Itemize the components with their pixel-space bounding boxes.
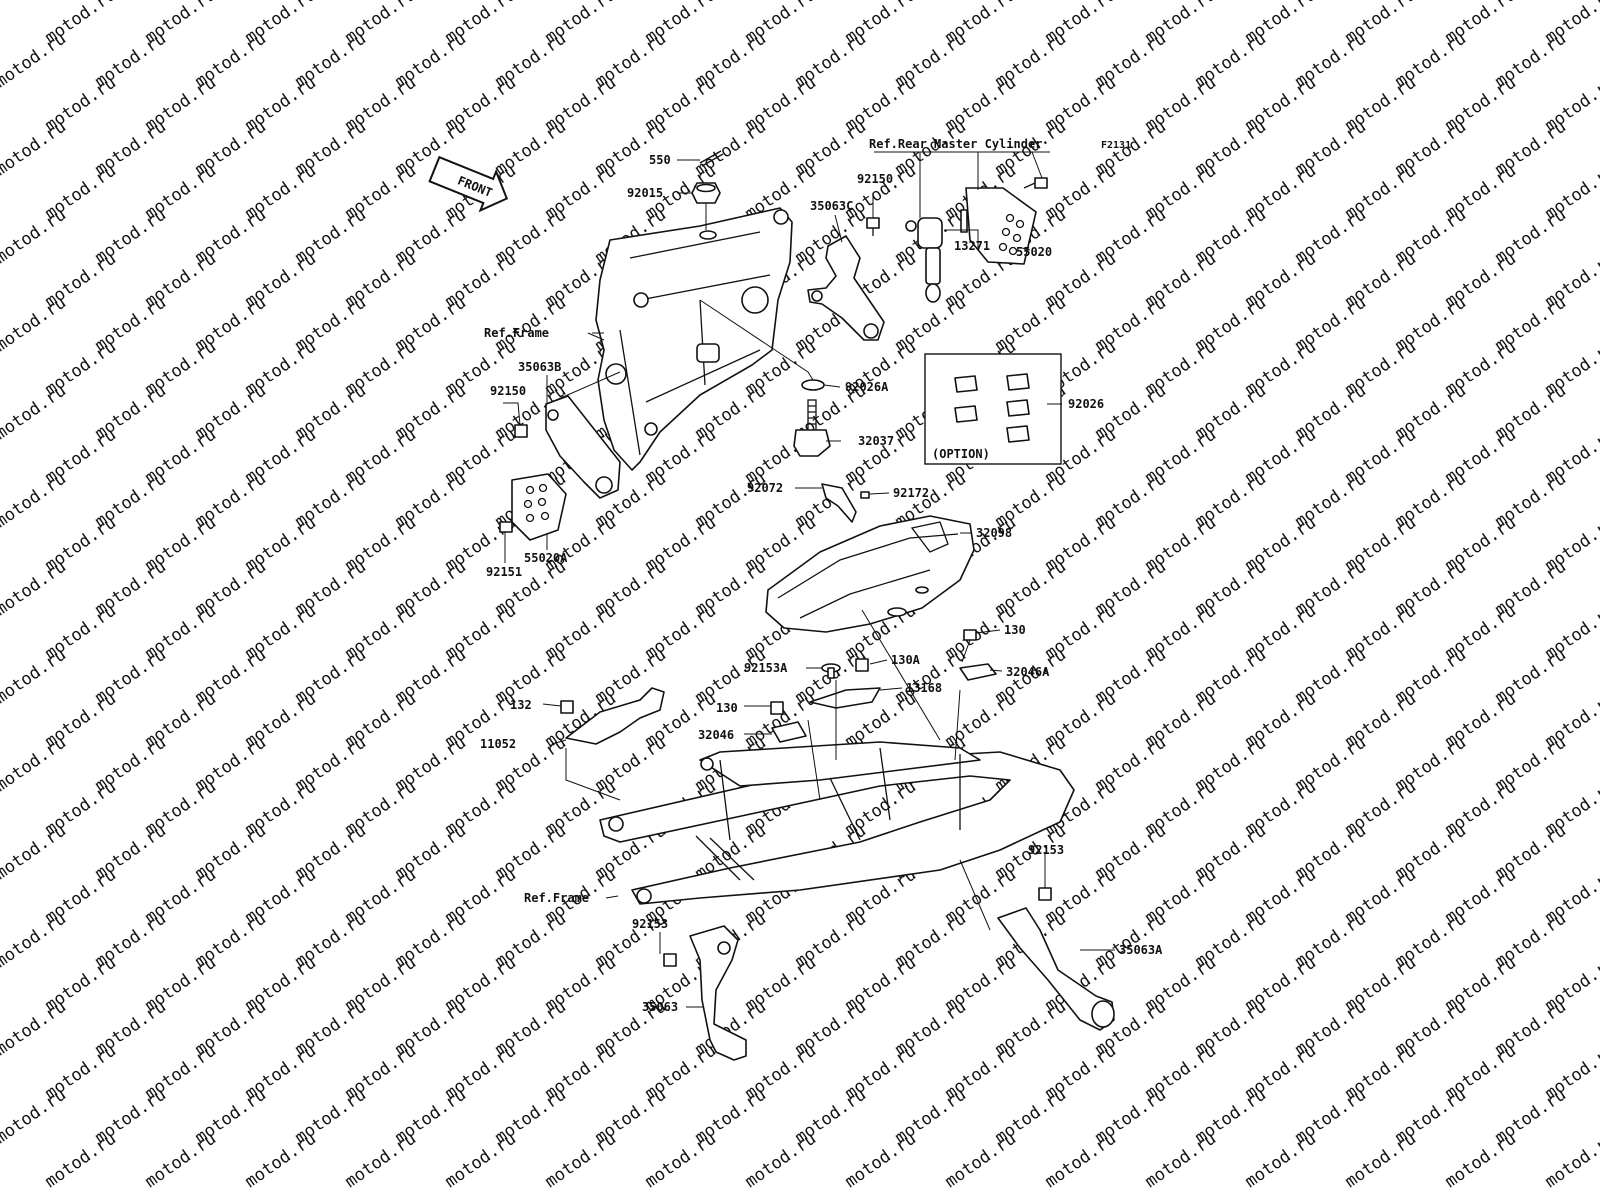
bracket-32046A [959,663,997,681]
bolt-130-right [963,629,977,641]
label-92026: 92026 [1068,397,1104,411]
leader-lines [503,151,1115,1008]
watermark-text: motod.ru [641,1129,720,1192]
watermark-text: motod.ru [441,1129,520,1192]
label-32098: 32098 [976,526,1012,540]
master-cylinder-13271 [905,217,943,303]
label-55020: 55020 [1016,245,1052,259]
watermark-text: motod.ru [1541,1129,1600,1192]
watermark-text: motod.ru [1441,1129,1520,1192]
watermark-text: motod.ru [0,381,70,444]
label-92151: 92151 [486,565,522,579]
shield-11052 [565,687,665,745]
watermark-text: motod.ru [41,1129,120,1192]
bracket-35063A [997,907,1115,1031]
bracket-32046 [771,721,807,743]
watermark-text: motod.ru [0,821,70,884]
bolt-92153-right [1038,887,1052,901]
watermark-text: motod.ru [0,997,70,1060]
watermark-text: motod.ru [941,1129,1020,1192]
watermark-text: motod.ru [841,1129,920,1192]
watermark-text: motod.ru [0,117,70,180]
shim-92026A [801,379,825,391]
castle-nut-92015 [691,182,721,204]
label-92172: 92172 [893,486,929,500]
watermark-text: motod.ru [0,29,70,92]
label-92015: 92015 [627,186,663,200]
bolt-130-left [770,701,784,715]
watermark-text: motod.ru [1341,1129,1420,1192]
label-35063A: 35063A [1119,943,1163,957]
label-32037: 32037 [858,434,894,448]
label-35063: 35063 [642,1000,678,1014]
label-11052: 11052 [480,737,516,751]
label-92150-top: 92150 [857,172,893,186]
bolt-92150-left [514,424,528,438]
watermark-text: motod.ru [741,1129,820,1192]
undertray-32098 [765,515,975,633]
callout-labels: Ref.Rear Master Cylinder F2131 550 92015… [480,137,1163,1014]
label-130-right: 130 [1004,623,1026,637]
upper-frame [595,207,793,471]
watermark-text: motod.ru [0,733,70,796]
bolt-top-right [1023,177,1048,189]
bracket-13168 [809,687,881,709]
lower-subframe [599,741,1075,905]
label-35063B: 35063B [518,360,561,374]
adjuster-32037 [793,399,831,457]
watermark-text: motod.ru [0,909,70,972]
label-13168: 13168 [906,681,942,695]
watermark-text: motod.ru [541,1129,620,1192]
watermark-text: motod.ru [0,293,70,356]
bolt-92151 [499,521,513,533]
bolt-92153-left [663,953,677,967]
label-35063C: 35063C [810,199,853,213]
ref-rear-master-cylinder: Ref.Rear Master Cylinder [869,137,1042,151]
label-92153-left: 92153 [632,917,668,931]
bracket-35063B [545,395,621,499]
bolt-130A [855,658,869,672]
label-92153A: 92153A [744,661,788,675]
ref-frame-top: Ref.Frame [484,326,549,340]
bolt-132 [560,700,574,714]
option-label: (OPTION) [932,447,990,461]
label-55020A: 55020A [524,551,568,565]
watermark-text: motod.ru [0,0,70,4]
clamp-92072 [821,483,857,523]
rivet-92153A [821,663,841,679]
watermark-text: motod.ru [341,1129,420,1192]
label-92153-right: 92153 [1028,843,1064,857]
watermark-text: motod.ru [0,557,70,620]
heel-guard-55020 [960,187,1037,265]
label-92150-left: 92150 [490,384,526,398]
label-130-left: 130 [716,701,738,715]
screw-92172 [860,491,870,499]
label-32046: 32046 [698,728,734,742]
ref-frame-bottom: Ref.Frame [524,891,589,905]
diagram-code: F2131 [1101,140,1131,151]
label-130A: 130A [891,653,921,667]
watermark-text: motod.ru [0,205,70,268]
bolt-92150-top [866,217,880,236]
watermark-text: motod.ru [141,1129,220,1192]
label-13271: 13271 [954,239,990,253]
label-132: 132 [510,698,532,712]
watermark-text: motod.ru [241,1129,320,1192]
label-92072: 92072 [747,481,783,495]
watermark-text: motod.ru [1041,1129,1120,1192]
cotter-pin-550 [699,150,724,167]
watermark-text: motod.ru [1141,1129,1220,1192]
watermark-text: motod.ru [0,469,70,532]
label-92026A: 92026A [845,380,889,394]
watermark-text: motod.ru [0,645,70,708]
front-arrow-icon: FRONT [428,155,509,213]
bracket-35063C [807,235,885,341]
option-box-92026: (OPTION) [924,353,1062,465]
watermark-text: motod.ru [0,1085,70,1148]
label-32046A: 32046A [1006,665,1050,679]
heel-guard-55020A [511,473,567,541]
label-550: 550 [649,153,671,167]
watermark-text: motod.ru [1241,1129,1320,1192]
